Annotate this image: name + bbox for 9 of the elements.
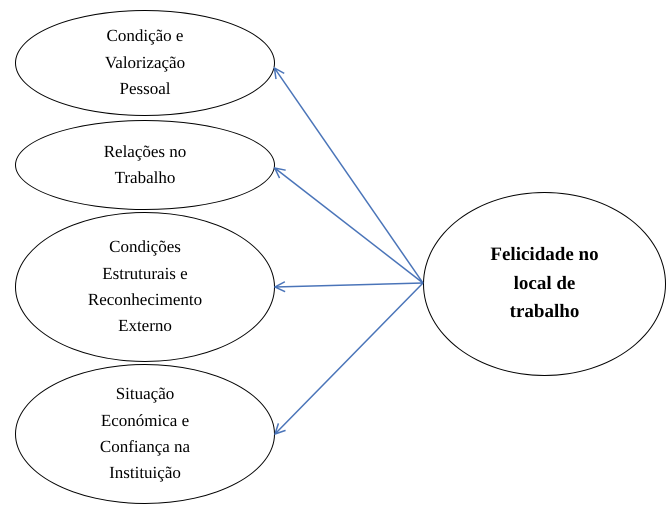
node-label: Condições Estruturais e Reconhecimento Externo: [86, 236, 204, 338]
node-label: Relações no Trabalho: [102, 140, 188, 189]
node-label: Situação Económica e Confiança na Instituição: [98, 383, 192, 484]
node-label: Felicidade no local de trabalho: [489, 243, 600, 324]
arrow: [274, 67, 424, 284]
node-label: Condição e Valorização Pessoal: [104, 25, 186, 100]
arrow: [274, 280, 424, 292]
arrow: [274, 282, 424, 435]
arrow: [274, 167, 424, 284]
